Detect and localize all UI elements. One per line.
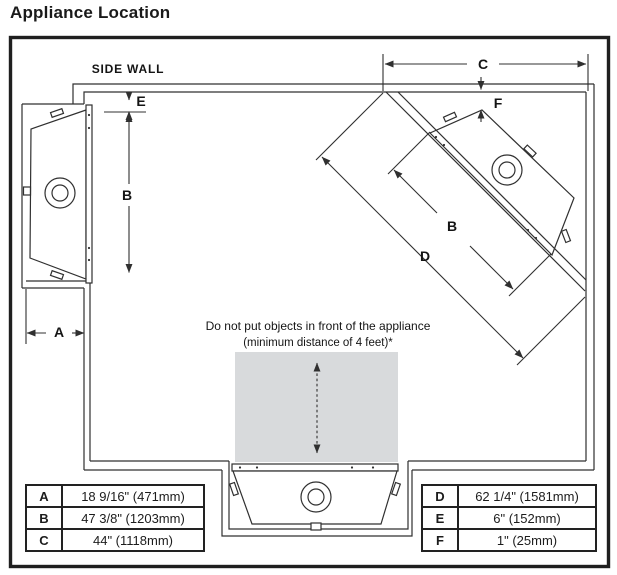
bottom-appliance-flue-inner bbox=[307, 488, 325, 506]
bottom-appliance-left-tab bbox=[228, 481, 240, 497]
table-row: B 47 3/8" (1203mm) bbox=[27, 506, 203, 528]
outer-frame bbox=[8, 35, 611, 569]
table-row: F 1" (25mm) bbox=[423, 528, 595, 550]
room-walls bbox=[21, 83, 595, 537]
dimension-table-right: D 62 1/4" (1581mm) E 6" (152mm) F 1" (25… bbox=[421, 484, 597, 552]
top-wall-outer bbox=[72, 83, 594, 104]
dim-label-c: C bbox=[478, 56, 488, 72]
table-value: 1" (25mm) bbox=[496, 532, 558, 548]
bottom-appliance-flue-outer bbox=[300, 481, 332, 513]
table-row: C 44" (1118mm) bbox=[27, 528, 203, 550]
dim-b-witness-top bbox=[387, 131, 431, 175]
table-row: D 62 1/4" (1581mm) bbox=[423, 486, 595, 506]
table-key: B bbox=[27, 508, 63, 528]
warning-text-line2: (minimum distance of 4 feet)* bbox=[243, 337, 393, 349]
left-appliance bbox=[22, 104, 93, 284]
table-value: 44" (1118mm) bbox=[93, 532, 173, 548]
bottom-appliance-body bbox=[232, 470, 398, 525]
dim-b-witness-bottom bbox=[508, 253, 552, 297]
left-appliance-flue-outer bbox=[44, 177, 76, 209]
table-row: A 18 9/16" (471mm) bbox=[27, 486, 203, 506]
dimension-e: E bbox=[104, 91, 146, 121]
dimension-b-left: B bbox=[122, 113, 133, 273]
bottom-recess-outer bbox=[221, 470, 413, 537]
left-appliance-flue-inner bbox=[51, 184, 69, 202]
left-appliance-front-face bbox=[85, 104, 93, 284]
dim-label-a: A bbox=[54, 324, 64, 340]
dim-label-b-left: B bbox=[122, 187, 132, 203]
bottom-appliance-bottom-tab bbox=[310, 522, 322, 531]
corner-appliance-screws bbox=[434, 135, 538, 240]
table-value: 47 3/8" (1203mm) bbox=[81, 510, 185, 526]
dimension-c: C bbox=[382, 54, 589, 91]
table-value: 6" (152mm) bbox=[493, 510, 561, 526]
table-value: 62 1/4" (1581mm) bbox=[475, 488, 579, 504]
bottom-appliance bbox=[228, 463, 402, 531]
dim-d-witness-top bbox=[315, 92, 384, 161]
table-key: C bbox=[27, 530, 63, 550]
corner-appliance-tab-top bbox=[442, 111, 458, 123]
dimension-table-left: A 18 9/16" (471mm) B 47 3/8" (1203mm) C … bbox=[25, 484, 205, 552]
dim-label-b-corner: B bbox=[447, 218, 457, 234]
page-title: Appliance Location bbox=[10, 3, 171, 22]
top-wall-inner bbox=[83, 91, 586, 104]
dim-label-f: F bbox=[494, 95, 503, 111]
warning-text-line1: Do not put objects in front of the appli… bbox=[206, 319, 431, 333]
table-row: E 6" (152mm) bbox=[423, 506, 595, 528]
corner-appliance-tab-side bbox=[560, 228, 572, 244]
dimension-a: A bbox=[25, 289, 85, 344]
bottom-appliance-right-tab bbox=[390, 481, 402, 497]
bottom-appliance-screws bbox=[238, 466, 375, 469]
corner-appliance-tab-back bbox=[523, 144, 537, 158]
dimension-f: F bbox=[477, 95, 503, 122]
left-appliance-body bbox=[29, 109, 87, 280]
table-key: E bbox=[423, 508, 459, 528]
table-value: 18 9/16" (471mm) bbox=[81, 488, 185, 504]
left-appliance-latch bbox=[22, 186, 32, 196]
table-key: F bbox=[423, 530, 459, 550]
side-wall-label: SIDE WALL bbox=[92, 62, 165, 76]
table-key: D bbox=[423, 486, 459, 506]
left-appliance-top-tab bbox=[49, 107, 65, 119]
left-appliance-screws bbox=[87, 113, 91, 262]
dim-d-witness-bottom bbox=[516, 296, 586, 366]
table-key: A bbox=[27, 486, 63, 506]
dim-label-e: E bbox=[136, 93, 145, 109]
left-appliance-bottom-tab bbox=[49, 269, 65, 281]
dimension-d: D bbox=[315, 92, 586, 366]
dim-label-d: D bbox=[420, 248, 430, 264]
